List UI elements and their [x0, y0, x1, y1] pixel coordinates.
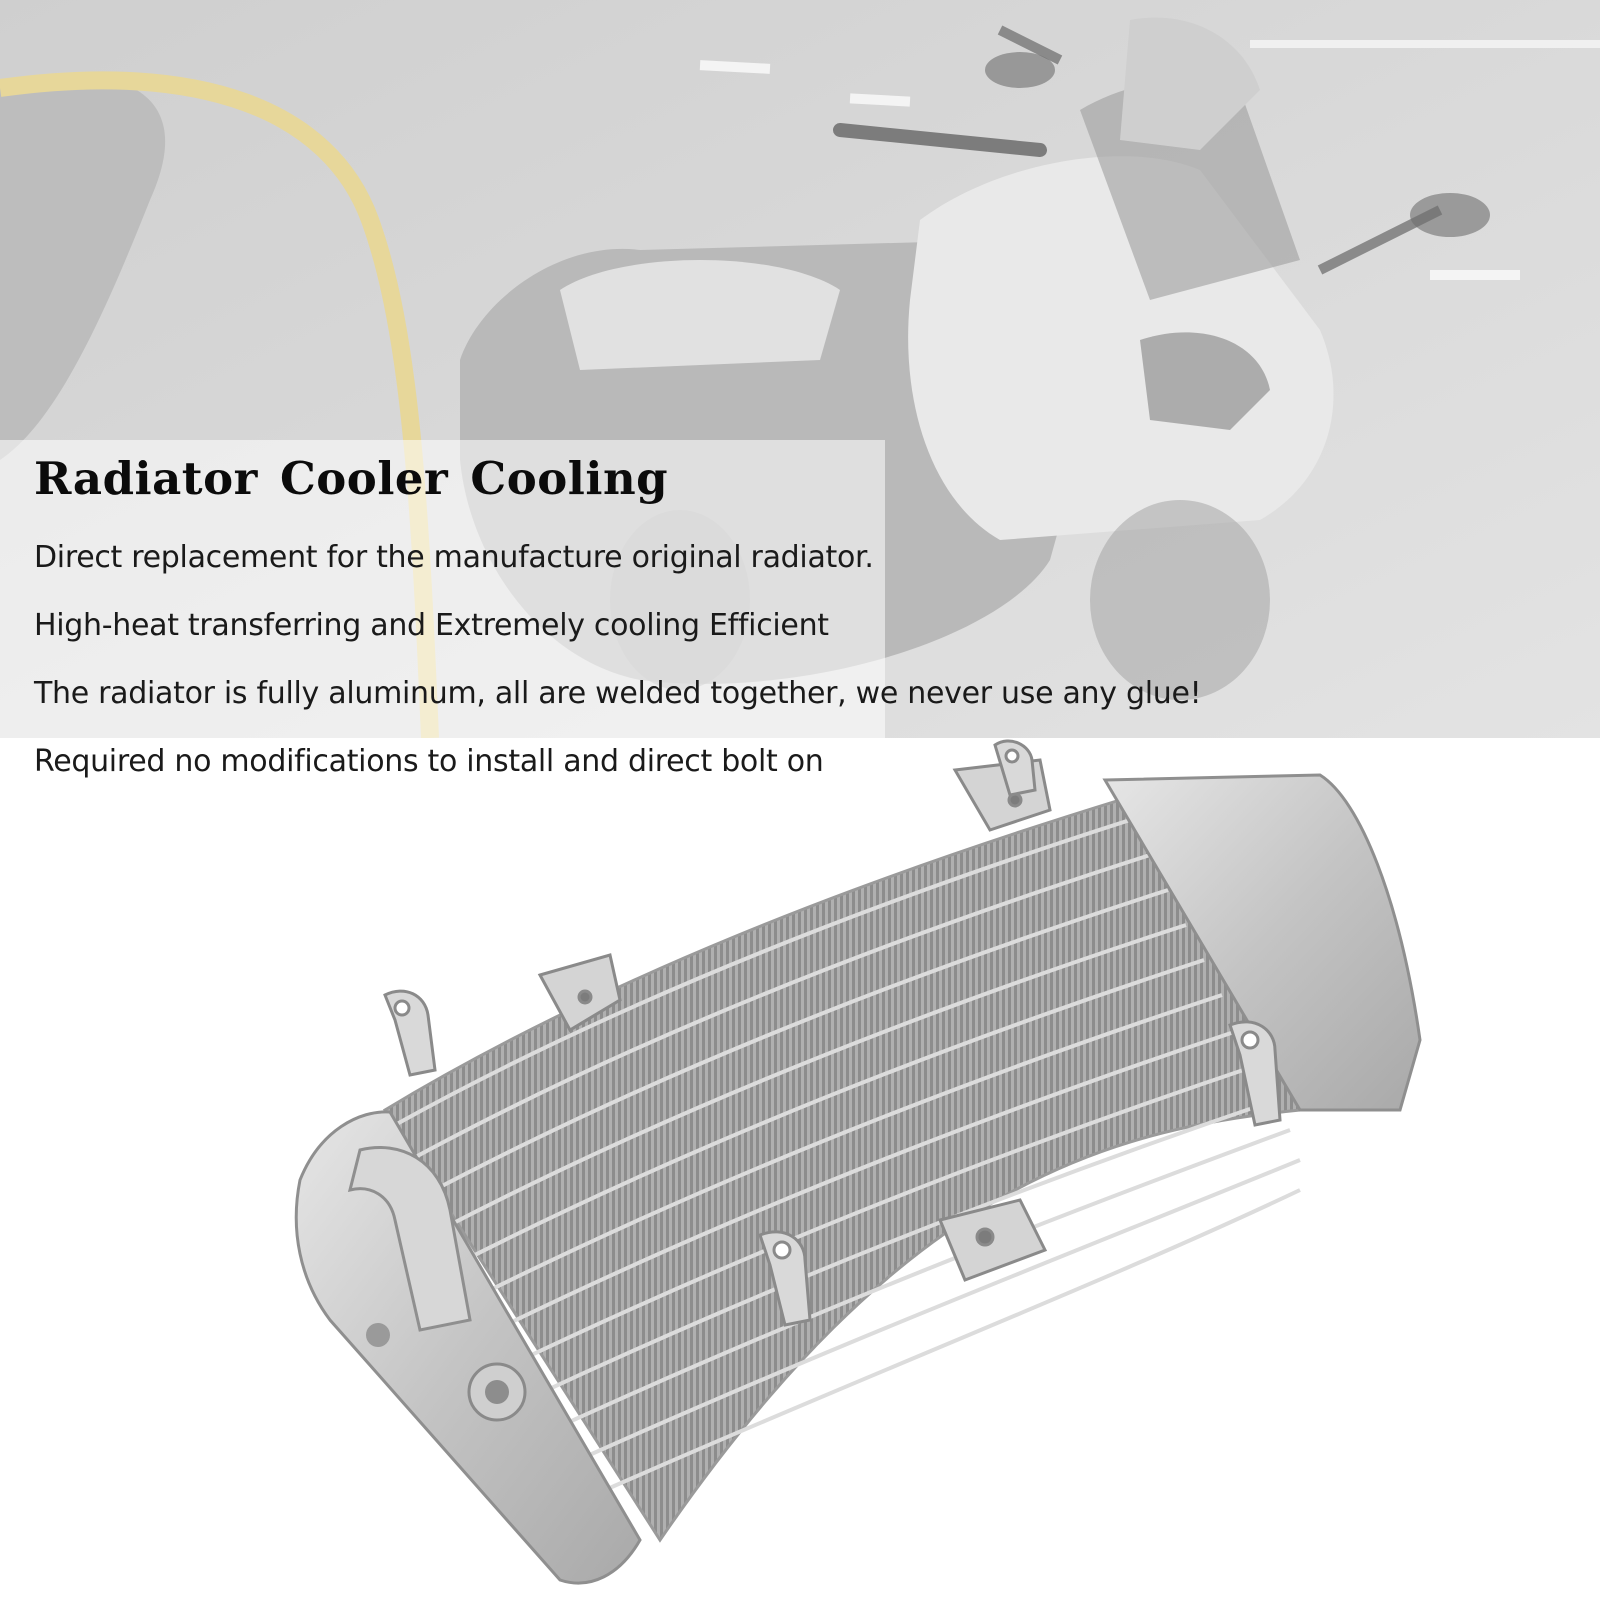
left-tank	[294, 1110, 642, 1585]
feature-item: The radiator is fully aluminum, all are …	[34, 676, 1202, 711]
feature-item: High-heat transferring and Extremely coo…	[34, 608, 829, 643]
mounting-tab	[383, 739, 1282, 1327]
right-tank	[1102, 773, 1422, 1112]
mounting-bracket	[537, 758, 1052, 1282]
product-title: Radiator Cooler Cooling	[34, 452, 669, 505]
radiator-tubes	[394, 818, 1301, 1512]
text-backdrop	[0, 440, 885, 780]
feature-item: Direct replacement for the manufacture o…	[34, 540, 874, 575]
feature-item: Required no modifications to install and…	[34, 744, 824, 779]
inlet-pipe	[347, 1146, 472, 1332]
